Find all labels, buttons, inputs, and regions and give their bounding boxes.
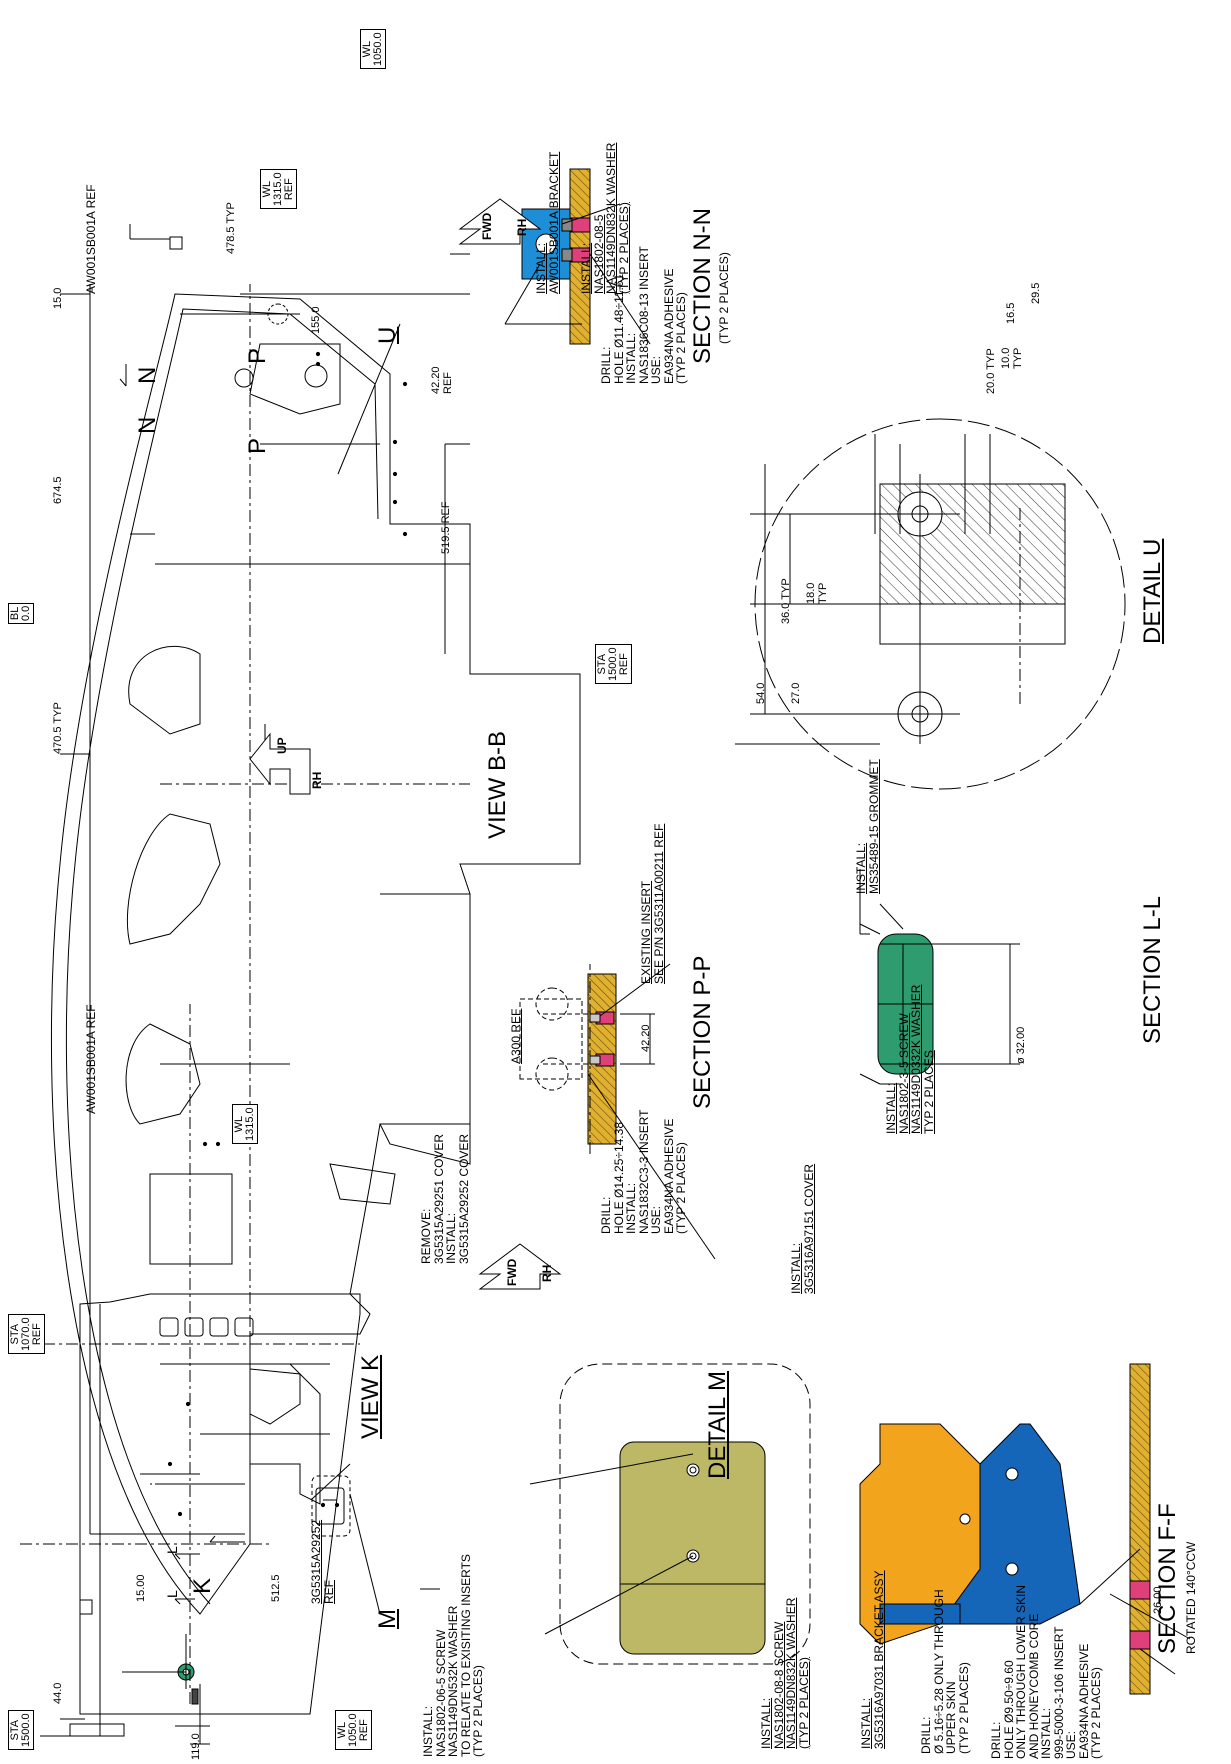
u-dim-10: 10.0 TYP [1000,347,1024,369]
ff-install-screw3: INSTALL: NAS1802-3-5 SCREW NAS1149D0332K… [884,984,936,1134]
view-bb-cut-p2: P [244,347,271,364]
view-bb-ref-right: AW001SB001A REF [84,184,98,294]
u-dim-29: 29.5 [1030,282,1042,304]
pp-note: DRILL: HOLE Ø14.25÷14.38 INSTALL: NAS183… [599,1109,688,1235]
section-pp-title: SECTION P-P [689,955,716,1109]
view-k-dim-119: 119.0 [190,1733,202,1760]
u-dim-36: 36.0 TYP [780,578,792,624]
m-remove: REMOVE: 3G5315A29251 COVER INSTALL: 3G53… [419,1133,471,1264]
u-dim-27: 27.0 [790,682,802,704]
u-dim-20: 20.0 TYP [985,348,997,394]
ff-dim: 26.00 [1152,1586,1164,1614]
ff-drill2: DRILL: HOLE Ø9.50÷9.60 ONLY THROUGH LOWE… [989,1584,1103,1759]
ff-install-cover: INSTALL: 3G5316A97151 COVER [789,1163,816,1294]
view-k-wl-1315: WL 1315.0 [232,1104,258,1144]
section-ff-sub: ROTATED 140°CCW [1184,1541,1198,1654]
ff-drill1: DRILL: Ø 5.16÷5.28 ONLY THROUGH UPPER SK… [919,1589,971,1754]
view-bb-dim-15-top: 15.0 [52,287,64,309]
view-k-sta-1070: STA 1070.0 REF [8,1314,45,1354]
view-bb-dim-155: 155.0 [310,306,322,334]
nn-fwd-label: FWD [480,212,494,240]
view-bb-dim-470: 470.5 TYP [52,702,64,754]
view-k-title: VIEW K [357,1354,384,1439]
detail-m-title: DETAIL M [704,1370,731,1479]
view-k-wl-1050: WL 1050.0 REF [335,1710,372,1750]
pp-rh-label: RH [540,1264,554,1282]
m-install: INSTALL: NAS1802-06-5 SCREW NAS1149DN532… [421,1554,485,1757]
view-k [20,1004,361,1745]
view-bb-wl-1315: WL 1315.0 REF [260,169,297,209]
view-bb-ref-bottom: 3G5315A29252 REF [309,1519,336,1604]
u-dim-18: 18.0 TYP [805,582,829,604]
rh-label: RH [310,771,324,789]
up-label: UP [275,737,289,754]
ll-install: INSTALL: MS35489-15 GROMMET [854,759,881,894]
u-dim-16: 16.5 [1005,302,1017,324]
view-bb-ref-left: AW001SB001A REF [84,1004,98,1114]
section-ll [859,869,1020,1085]
view-bb-dim-478: 478.5 TYP [225,202,237,254]
pp-sta: STA 1500.0 REF [595,644,632,684]
view-bb-dim-519: 519.5 REF [440,501,452,554]
view-k-cut-l: L [164,1590,180,1598]
detail-u [735,418,1126,790]
nn-rh-label: RH [515,218,529,236]
view-bb [50,224,581,1615]
detail-m [529,1363,811,1665]
section-nn-title: SECTION N-N [689,208,716,364]
view-bb-dim-512: 512.5 [270,1574,282,1602]
section-ll-title: SECTION L-L [1139,895,1166,1044]
view-k-cut-l2: L [164,1546,180,1554]
section-pp [519,963,716,1260]
view-bb-cut-k: K [189,1577,216,1594]
section-ff [859,1363,1191,1695]
pp-a300: A300 REF [509,1008,523,1064]
view-bb-cut-p: P [244,437,271,454]
view-k-sta-1500: STA 1500.0 [8,1710,34,1750]
view-bb-cut-n2: N [134,366,161,384]
ff-install-screw8: INSTALL: NAS1802-08-8 SCREW NAS1149DN832… [759,1597,811,1749]
fwd-rh-arrow-nn [458,198,542,245]
nn-install-bracket: INSTALL: AW001SB001A BRACKET [534,151,561,294]
nn-note: DRILL: HOLE Ø11.48÷11.61 INSTALL: NAS183… [599,246,688,384]
pp-dim: 42.20 [640,1024,652,1052]
view-bb-wl-1050: WL 1050.0 [360,29,386,69]
view-bb-detail-m: M [374,1609,401,1629]
view-bb-bl: BL 0.0 [8,602,34,624]
section-nn-sub: (TYP 2 PLACES) [717,252,731,344]
fwd-rh-arrow-pp [478,1243,562,1290]
section-ff-title: SECTION F-F [1154,1503,1181,1654]
up-rh-arrow [249,732,311,795]
view-bb-title: VIEW B-B [484,730,511,839]
ll-dim: ø 32.00 [1015,1026,1027,1064]
view-bb-cut-n: N [134,416,161,434]
view-bb-detail-u: U [374,326,401,344]
view-bb-dim-674: 674.5 [52,476,64,504]
u-dim-54: 54.0 [755,682,767,704]
ff-install-bracket: INSTALL: 3G5316A97031 BRACKET ASSY [859,1570,886,1749]
pp-existing: EXISTING INSERT SEE P/N 3G5311A00211 REF [639,823,666,984]
view-k-dim-44: 44.0 [52,1682,64,1704]
pp-fwd-label: FWD [505,1258,519,1286]
view-bb-dim-15-left: 15.00 [135,1574,147,1602]
view-bb-dim-42: 42.20 REF [430,366,454,394]
detail-u-title: DETAIL U [1139,538,1166,644]
